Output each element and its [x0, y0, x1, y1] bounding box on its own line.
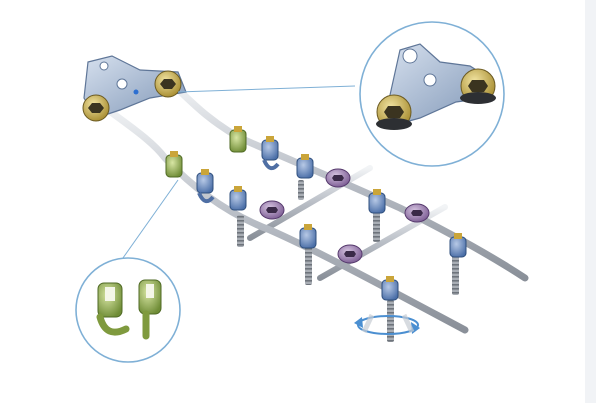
plate-detail-magnifier: [359, 21, 505, 167]
rotation-arrow-icon: [354, 313, 420, 335]
purple-cross-connectors: [259, 168, 430, 264]
leader-line-plate: [177, 85, 356, 93]
leader-line-hook: [117, 179, 179, 266]
hex-socket-icon: [384, 106, 404, 118]
occipital-plate: [82, 55, 187, 122]
left-rod: [94, 98, 469, 334]
hook-detail-magnifier: [75, 257, 181, 363]
left-rod-heads: [196, 169, 399, 301]
right-edge-strip: [585, 0, 596, 403]
right-rod-heads: [261, 136, 467, 258]
green-laminar-hooks: [165, 126, 247, 178]
pedicle-screws: [237, 180, 459, 342]
